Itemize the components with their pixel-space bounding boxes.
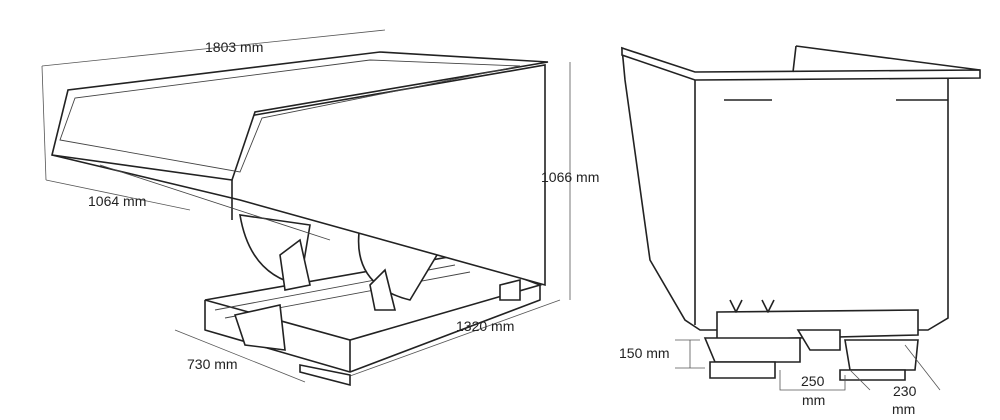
fork-height-label: 150 mm [619,345,670,361]
base-length-dim-line [349,299,561,377]
base-length-label: 1320 mm [456,318,514,334]
fork-height-dim [675,339,705,369]
fork-gap-unit: mm [802,392,825,408]
depth-dim-line [45,179,191,211]
fork-pocket-right [844,339,919,371]
frame-bar [716,309,919,341]
fork-gap-dim [779,370,846,391]
height-label: 1066 mm [541,169,599,185]
length-label: 1803 mm [205,39,263,55]
left-isometric-view [41,29,571,387]
fork-width-value: 230 [893,383,917,399]
hopper-front-rim [621,46,981,81]
right-front-view [621,45,981,391]
fork-width-unit: mm [892,401,915,417]
fork-pocket-left [703,337,801,363]
base-width-label: 730 mm [187,356,238,372]
depth-label: 1064 mm [88,193,146,209]
latch-plate [233,304,286,351]
hopper-front [621,46,949,331]
length-dim-line [41,29,386,67]
fork-width-dim [849,344,941,391]
base-width-dim-line [174,329,306,383]
fork-gap-value: 250 [801,373,825,389]
length-ext-line [41,65,47,181]
